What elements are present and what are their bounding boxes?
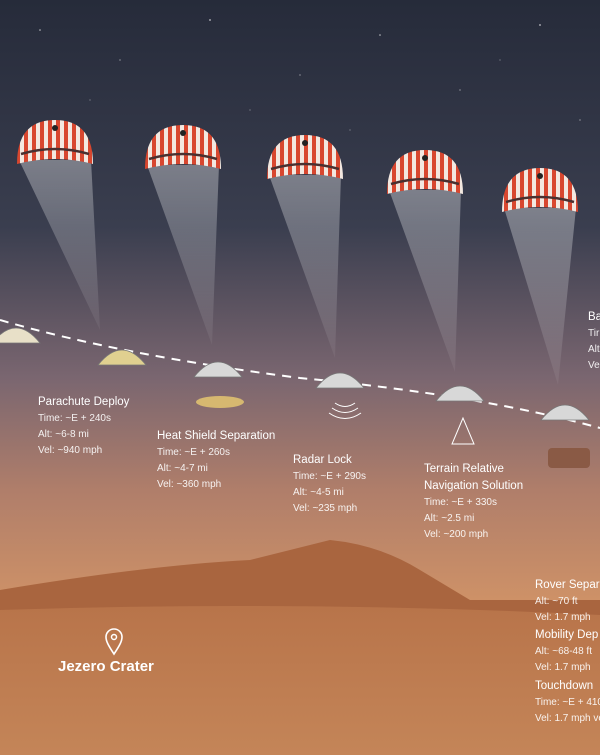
capsule <box>435 385 485 402</box>
stage-time: Time: ~E + 260s <box>157 447 230 458</box>
stage-mobility-deploy: Mobility Dep Alt: ~68-48 ft Vel: 1.7 mph <box>535 627 598 676</box>
stage-time: Time: ~E + 290s <box>293 471 366 482</box>
rover-skycrane <box>548 448 590 468</box>
parachute <box>502 168 578 212</box>
parachute-vent <box>52 125 58 131</box>
parachute <box>387 150 463 194</box>
parachute-lines <box>147 165 219 345</box>
trajectory-path <box>0 319 600 429</box>
stage-radar-lock: Radar Lock Time: ~E + 290s Alt: ~4-5 mi … <box>293 452 366 517</box>
stage-vel: Vel: 1.7 mph <box>535 612 591 623</box>
stars <box>39 19 581 131</box>
map-pin-icon <box>105 628 123 656</box>
parachute <box>145 125 221 169</box>
stage-time: Time: ~E + 330s <box>424 497 497 508</box>
parachute-vent <box>180 130 186 136</box>
stage-vel: Vel: ~940 mph <box>38 445 103 456</box>
stage-vel: Vel: 1.7 mph <box>535 662 591 673</box>
parachute <box>267 135 343 179</box>
parachute-vent <box>422 155 428 161</box>
stage-title: Radar Lock <box>293 454 352 466</box>
stage-title: Parachute Deploy <box>38 396 130 408</box>
stage-alt: Alt: ~70 ft <box>535 596 578 607</box>
stage-terrain-relative-navigation: Terrain Relative Navigation Solution Tim… <box>424 461 523 543</box>
parachute-vent <box>302 140 308 146</box>
stage-vel: Vel: ~360 mph <box>157 479 222 490</box>
stage-rover-separation: Rover Separ Alt: ~70 ft Vel: 1.7 mph <box>535 577 600 626</box>
stage-time: Tir <box>588 328 600 339</box>
parachute-band <box>505 195 575 204</box>
parachute-lines <box>269 175 341 358</box>
parachute-lines <box>19 160 100 330</box>
stage-vel: Vel: ~200 mph <box>424 529 489 540</box>
stage-alt: Alt: ~6-8 mi <box>38 429 89 440</box>
stage-title: Touchdown <box>535 680 594 692</box>
heat-shield <box>196 396 244 408</box>
stage-time: Time: ~E + 240s <box>38 413 111 424</box>
stage-title: Mobility Dep <box>535 629 599 641</box>
ground <box>0 606 600 755</box>
stage-alt: Alt: ~4-5 mi <box>293 487 344 498</box>
location-label: Jezero Crater <box>58 658 154 675</box>
capsule <box>0 327 41 344</box>
capsule <box>540 404 590 421</box>
parachute-lines <box>504 208 576 385</box>
trn-cone-icon <box>451 416 475 445</box>
stage-parachute-deploy: Parachute Deploy Time: ~E + 240s Alt: ~6… <box>38 394 129 459</box>
stage-alt: Alt: ~2.5 mi <box>424 513 475 524</box>
stage-touchdown: Touchdown Time: ~E + 410 Vel: 1.7 mph ve <box>535 678 600 727</box>
stage-title: Ba <box>588 311 600 323</box>
parachute-band <box>20 147 90 156</box>
stage-title: Heat Shield Separation <box>157 430 276 442</box>
stage-title-line2: Navigation Solution <box>424 480 524 492</box>
stage-title: Terrain Relative <box>424 463 504 475</box>
stage-time: Time: ~E + 410 <box>535 697 600 708</box>
parachute-band <box>390 177 460 186</box>
capsule <box>315 372 365 389</box>
stage-alt: Alt: ~68-48 ft <box>535 646 592 657</box>
stage-heat-shield-separation: Heat Shield Separation Time: ~E + 260s A… <box>157 428 275 493</box>
parachute-lines <box>389 190 461 372</box>
stage-backshell-separation: Ba Tir Alt Vel <box>588 309 600 374</box>
stage-title: Rover Separ <box>535 579 600 591</box>
capsule <box>193 361 243 378</box>
parachute-band <box>270 162 340 171</box>
stage-alt: Alt: ~4-7 mi <box>157 463 208 474</box>
radar-waves-icon <box>328 402 362 419</box>
stage-vel: Vel: ~235 mph <box>293 503 358 514</box>
stage-vel: Vel: 1.7 mph ve <box>535 713 600 724</box>
capsule <box>97 349 147 366</box>
stage-vel: Vel <box>588 360 600 371</box>
parachute <box>17 120 93 164</box>
parachute-band <box>148 152 218 161</box>
parachute-vent <box>537 173 543 179</box>
stage-alt: Alt <box>588 344 600 355</box>
